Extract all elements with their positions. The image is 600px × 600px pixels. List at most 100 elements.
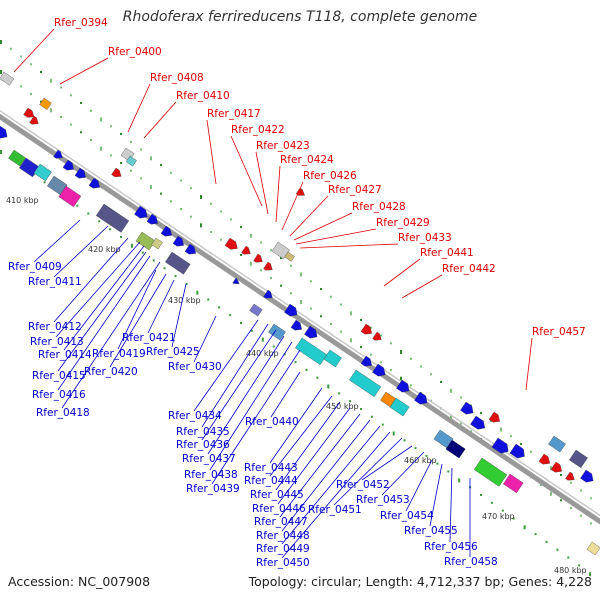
gene-label-reverse: Rfer_0447: [254, 516, 308, 528]
gc-dot: [120, 133, 122, 135]
reverse-gene: [360, 355, 372, 367]
reverse-gene: [290, 319, 302, 331]
reverse-gene: [95, 203, 130, 233]
leader-line: [281, 425, 381, 545]
gc-dot: [403, 439, 406, 442]
gene-label-reverse: Rfer_0409: [8, 261, 62, 273]
leader-line: [449, 467, 453, 543]
gc-dot: [200, 195, 202, 199]
gc-dot: [229, 314, 232, 317]
reverse-gene: [548, 435, 566, 453]
gc-dot: [360, 319, 362, 321]
reverse-gene: [33, 163, 52, 182]
gene-label-forward: Rfer_0408: [150, 72, 204, 84]
gc-dot: [392, 431, 395, 436]
gc-dot: [250, 329, 253, 332]
gc-dot: [567, 556, 570, 559]
leader-line: [193, 319, 259, 412]
forward-gene: [295, 187, 305, 196]
gc-dot: [320, 288, 322, 290]
leader-line: [281, 419, 371, 532]
reverse-gene: [146, 213, 158, 225]
gene-label-reverse: Rfer_0443: [244, 462, 298, 474]
gc-dot: [330, 295, 332, 298]
gc-dot: [570, 481, 572, 484]
gc-dot: [30, 93, 32, 95]
gc-dot: [110, 125, 112, 128]
gc-dot: [260, 241, 262, 244]
gc-dot: [590, 497, 592, 500]
gene-label-reverse: Rfer_0444: [244, 475, 298, 487]
gc-dot: [380, 361, 382, 364]
leader-line: [207, 335, 285, 455]
tick-label: 410 kbp: [6, 196, 39, 205]
gc-dot: [550, 466, 552, 471]
reverse-gene: [323, 349, 342, 368]
gc-dot: [300, 300, 302, 304]
gc-dot: [425, 454, 428, 457]
gc-dot: [0, 40, 2, 44]
gene-label-forward: Rfer_0410: [176, 90, 230, 102]
forward-gene: [224, 237, 238, 250]
gc-dot: [390, 342, 392, 345]
leader-line: [295, 228, 377, 245]
reverse-gene: [569, 449, 588, 468]
gene-label-reverse: Rfer_0412: [28, 321, 82, 333]
gc-dot: [50, 108, 52, 113]
forward-gene: [29, 115, 39, 125]
gc-dot: [305, 368, 308, 371]
leader-line: [53, 225, 109, 278]
gc-dot: [196, 290, 199, 295]
gc-dot: [410, 384, 412, 387]
gc-dot: [130, 140, 132, 143]
gc-dot: [160, 164, 162, 166]
gene-label-forward: Rfer_0423: [256, 140, 310, 152]
map-title: Rhodoferax ferrireducens T118, complete …: [122, 9, 478, 25]
tick-label: 470 kbp: [482, 512, 515, 521]
forward-gene: [538, 453, 550, 465]
gc-dot: [560, 474, 562, 476]
gc-dot: [400, 350, 402, 354]
gc-dot: [240, 226, 242, 228]
gene-label-forward: Rfer_0424: [280, 154, 334, 166]
leader-line: [117, 269, 157, 350]
gc-dot: [440, 381, 442, 383]
leader-line: [33, 219, 81, 263]
tick-label: 480 kbp: [554, 566, 587, 575]
leader-line: [209, 341, 293, 471]
tick-label: 460 kbp: [404, 456, 437, 465]
gc-dot: [280, 284, 282, 287]
gc-dot: [580, 514, 582, 517]
leader-line: [281, 181, 304, 231]
leader-line: [279, 413, 361, 518]
leader-line: [193, 315, 217, 363]
gc-dot: [550, 491, 552, 496]
gc-dot: [70, 94, 72, 97]
reverse-gene: [232, 277, 240, 285]
reverse-gene: [509, 443, 525, 459]
genome-summary-text: Topology: circular; Length: 4,712,337 bp…: [248, 574, 592, 589]
gene-label-reverse: Rfer_0421: [122, 332, 176, 344]
forward-gene: [372, 331, 382, 341]
leader-line: [59, 57, 109, 85]
gc-dot: [360, 346, 362, 348]
gene-label-forward: Rfer_0427: [328, 184, 382, 196]
gc-dot: [480, 494, 482, 496]
gc-dot: [310, 280, 312, 283]
gc-dot: [80, 102, 82, 104]
gene-label-reverse: Rfer_0449: [256, 543, 310, 555]
reverse-gene: [0, 125, 8, 139]
reverse-gene: [396, 379, 410, 393]
gc-dot: [590, 522, 592, 525]
gene-label-reverse: Rfer_0414: [38, 349, 92, 361]
gc-dot: [20, 55, 22, 58]
gene-label-reverse: Rfer_0436: [176, 439, 230, 451]
gc-dot: [400, 376, 402, 381]
tick-label: 420 kbp: [88, 245, 121, 254]
leader-line: [361, 445, 413, 481]
gene-label-forward: Rfer_0394: [54, 17, 108, 29]
gc-dot: [207, 298, 210, 301]
gc-dot: [87, 212, 90, 215]
gc-dot: [294, 361, 297, 364]
